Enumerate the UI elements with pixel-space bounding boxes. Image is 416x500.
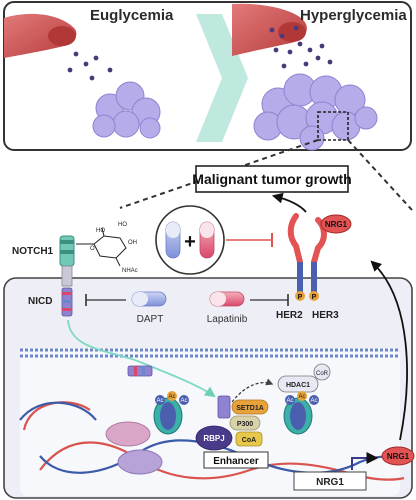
nrg1-ligand-label: NRG1	[325, 220, 348, 229]
her2-receptor	[287, 213, 303, 296]
her2-label: HER2	[276, 310, 303, 321]
euglycemia-label: Euglycemia	[90, 7, 174, 24]
cor-label: CoR	[316, 371, 329, 377]
nrg1-secreted: NRG1	[381, 446, 415, 466]
nicd-bound	[217, 395, 231, 419]
p300-protein	[229, 415, 261, 431]
pill-icon-red	[199, 221, 215, 259]
dapt-label: DAPT	[137, 314, 164, 325]
glycan-ho1: HO	[96, 228, 105, 234]
ac-mark-4: Ac	[286, 398, 293, 404]
ac-mark-3: Ac	[180, 398, 187, 404]
drug-combination: +	[155, 205, 225, 275]
glucose-dots-right	[269, 25, 333, 69]
phospho-her3: P	[312, 294, 317, 301]
setd1a-protein	[231, 399, 269, 415]
rbpj-protein	[195, 425, 233, 451]
setd1a-label: SETD1A	[236, 405, 264, 412]
outcome-label: Malignant tumor growth	[192, 171, 351, 187]
phospho-her2: P	[298, 294, 303, 301]
nrg1-secretion-arrow	[370, 260, 408, 441]
nrg1-gene-box	[293, 471, 367, 491]
zoom-line-left	[119, 139, 319, 209]
ac-mark-2: Ac	[168, 394, 175, 400]
enhancer-label: Enhancer	[213, 456, 259, 467]
glycan-structure-icon	[76, 227, 127, 267]
nicd-label: NICD	[28, 296, 52, 307]
nicd-transit	[127, 365, 153, 377]
glycan-nhac: NHAc	[122, 268, 138, 274]
coa-label: CoA	[242, 437, 256, 444]
magnifier-box-icon	[317, 111, 349, 141]
outcome-box: Malignant tumor growth	[192, 165, 352, 193]
transcription-complex: SETD1A P300 CoA RBPJ	[195, 395, 269, 451]
nucleosome-icon-right	[283, 397, 313, 435]
phospho-sites: P P	[295, 291, 319, 301]
nicd-translocation-arrow	[67, 319, 216, 398]
nrg1-ligand: NRG1	[320, 214, 352, 234]
top-panel: Euglycemia Hyperglycemia	[3, 1, 412, 151]
nrg1-secreted-label: NRG1	[387, 452, 410, 461]
enhancer-box	[203, 451, 269, 469]
hdac1-label: HDAC1	[286, 382, 310, 389]
ac-mark-1: Ac	[156, 398, 163, 404]
glycan-ho2: HO	[118, 222, 127, 228]
acetyl-marks: Ac Ac Ac Ac Ac Ac	[155, 391, 319, 405]
hdac1-corepressor: HDAC1 CoR	[277, 363, 331, 393]
p300-label: P300	[237, 421, 253, 428]
nucleosome-icon-left	[153, 397, 183, 435]
pill-icon-blue	[165, 221, 181, 259]
zoom-line-right	[347, 139, 413, 211]
coa-protein	[235, 431, 263, 447]
tumor-cells-icon	[92, 81, 161, 139]
her3-receptor	[311, 217, 327, 296]
lapatinib-label: Lapatinib	[207, 314, 248, 325]
hdac-dissociation-arrow	[231, 378, 274, 403]
nrg1-gene-label: NRG1	[316, 477, 344, 488]
chromatin-loop	[105, 421, 163, 475]
notch1-receptor	[59, 235, 75, 317]
plus-sign: +	[184, 231, 196, 253]
blood-vessel-icon-right	[232, 3, 307, 57]
dapt-pill	[131, 291, 167, 307]
ac-mark-6: Ac	[310, 398, 317, 404]
lapatinib-pill	[209, 291, 245, 307]
her-to-tumor-arrow	[271, 192, 307, 213]
notch1-label: NOTCH1	[12, 246, 54, 257]
her3-label: HER3	[312, 310, 339, 321]
glycan-oh: OH	[128, 240, 137, 246]
ac-mark-5: Ac	[298, 394, 305, 400]
transcription-start-arrow	[351, 452, 379, 470]
glucose-dots-left	[67, 51, 113, 81]
rbpj-label: RBPJ	[203, 434, 224, 443]
blood-vessel-icon	[4, 13, 77, 58]
outcome-frame	[195, 165, 349, 193]
hyperglycemia-label: Hyperglycemia	[300, 7, 407, 24]
glycan-o: O	[90, 246, 95, 252]
